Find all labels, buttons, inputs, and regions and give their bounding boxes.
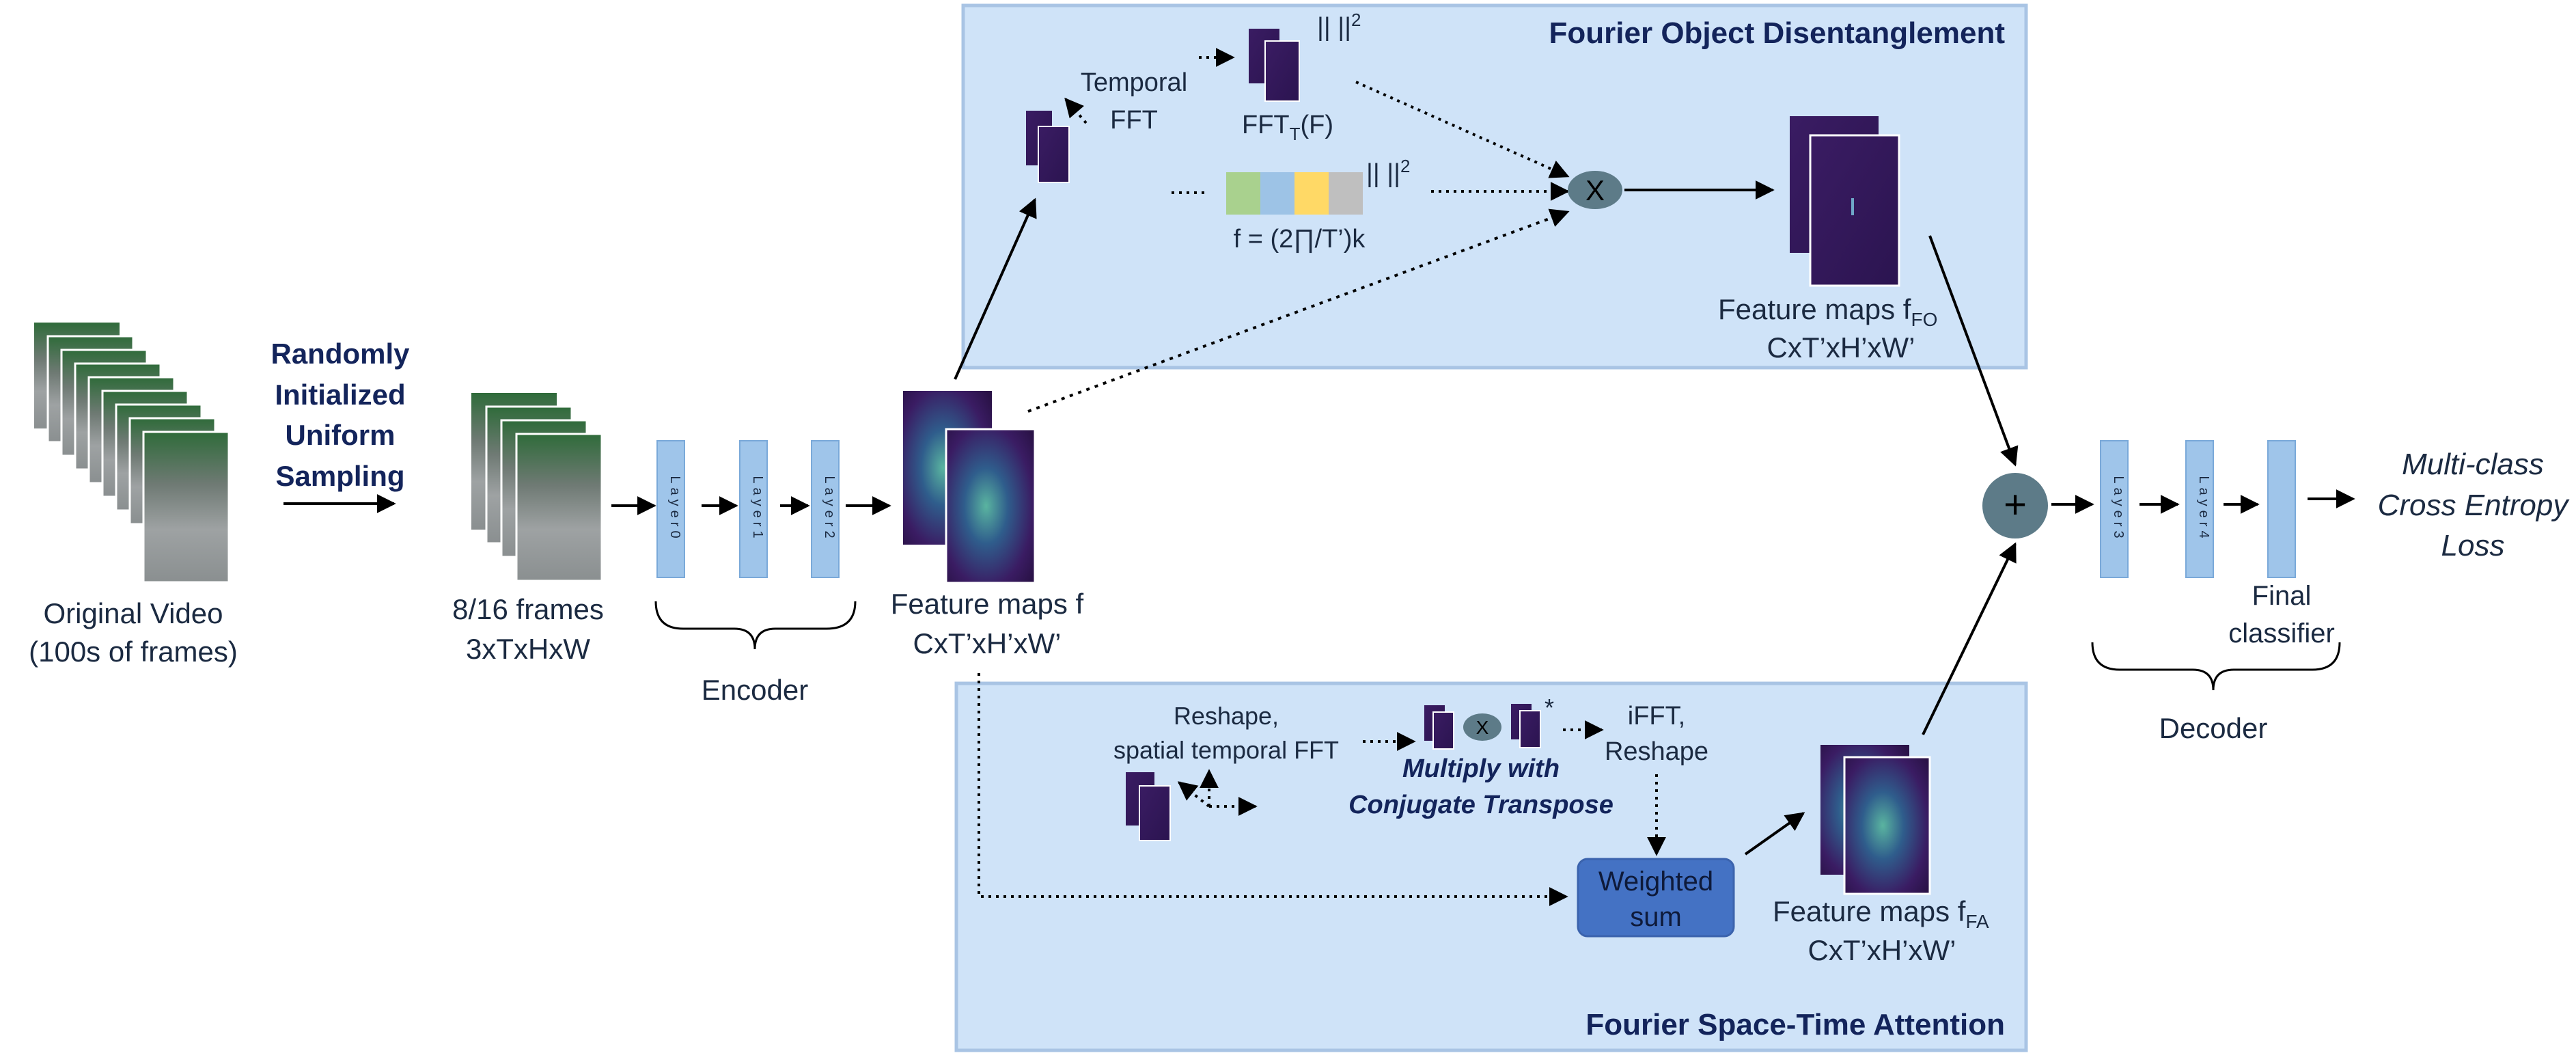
frames-shape-label: 3xTxHxW bbox=[466, 633, 590, 665]
frequency-formula: f = (2∏/T’)k bbox=[1234, 225, 1366, 254]
fsta-title: Fourier Space-Time Attention bbox=[1585, 1008, 2005, 1041]
video-frame-stack-icon bbox=[34, 323, 230, 584]
weighted-sum-label-2: sum bbox=[1630, 902, 1682, 932]
fod-input-to-temporal-dotted bbox=[1064, 97, 1088, 124]
fod-input-stack-icon bbox=[1026, 111, 1070, 183]
sampling-line-3: Uniform bbox=[286, 419, 396, 451]
weighted-sum-label: Weighted bbox=[1598, 867, 1713, 897]
multiply-circle-icon bbox=[1568, 171, 1622, 209]
add-circle-icon bbox=[1982, 473, 2048, 538]
layer1-label: Layer1 bbox=[750, 476, 765, 542]
frames-label: 8/16 frames bbox=[452, 593, 604, 625]
final-classifier-block bbox=[2267, 440, 2296, 578]
original-video-label: Original Video bbox=[43, 597, 223, 629]
conj-multiply-symbol: X bbox=[1476, 717, 1489, 738]
loss-label-2: Cross Entropy bbox=[2378, 489, 2571, 522]
ifft-label: iFFT, bbox=[1628, 702, 1685, 731]
conj-right-stack-icon bbox=[1511, 704, 1541, 748]
ifft-label-2: Reshape bbox=[1605, 737, 1708, 766]
reshape-label-2: spatial temporal FFT bbox=[1113, 736, 1339, 764]
layer4-block bbox=[2185, 440, 2214, 578]
final-classifier-label: Final bbox=[2252, 581, 2312, 611]
ffa-feature-stack-icon bbox=[1820, 745, 1931, 895]
fftt-to-multiply-dotted bbox=[1355, 81, 1570, 178]
conj-left-stack-icon bbox=[1424, 705, 1454, 750]
reshape-label: Reshape, bbox=[1174, 702, 1279, 730]
multiply-conj-label-2: Conjugate Transpose bbox=[1348, 791, 1614, 819]
sampling-line-2: Initialized bbox=[275, 379, 405, 411]
fftt-label: FFTT(F) bbox=[1242, 111, 1333, 144]
weighted-sum-block bbox=[1577, 858, 1735, 938]
fftt-stack-icon bbox=[1249, 29, 1300, 102]
frequency-bins bbox=[1226, 172, 1363, 215]
layer0-block bbox=[656, 440, 685, 578]
fsta-left-dotted bbox=[1177, 781, 1210, 808]
fsta-input-stack-icon bbox=[1126, 772, 1171, 841]
multiply-conj-label: Multiply with bbox=[1402, 754, 1560, 783]
weighted-to-ffa-arrow bbox=[1744, 812, 1805, 856]
conj-multiply-icon bbox=[1463, 713, 1501, 741]
loss-label-1: Multi-class bbox=[2402, 448, 2544, 481]
feature-map-fo-label: Feature maps fFO bbox=[1718, 293, 1937, 330]
sampled-frames-stack-icon bbox=[471, 393, 603, 582]
layer2-block bbox=[811, 440, 840, 578]
original-video-sublabel: (100s of frames) bbox=[29, 636, 238, 668]
fod-title: Fourier Object Disentanglement bbox=[1549, 16, 2006, 50]
temporal-fft-label: Temporal bbox=[1081, 68, 1187, 97]
norm-1-label: || ||2 bbox=[1317, 10, 1361, 42]
encoder-label: Encoder bbox=[702, 674, 808, 706]
decoder-label: Decoder bbox=[2159, 712, 2268, 744]
feature-map-stack-icon bbox=[903, 391, 1036, 584]
layer0-label: Layer0 bbox=[667, 476, 682, 542]
decoder-brace bbox=[2091, 642, 2341, 691]
ffo-to-plus-arrow bbox=[1928, 235, 2019, 467]
feature-map-f-label: Feature maps f bbox=[891, 588, 1084, 620]
final-classifier-label-2: classifier bbox=[2228, 618, 2335, 649]
temporal-fft-label-2: FFT bbox=[1110, 106, 1158, 135]
feature-map-f-shape: CxT’xH’xW’ bbox=[913, 627, 1062, 659]
feature-map-fo-shape: CxT’xH’xW’ bbox=[1767, 331, 1915, 364]
encoder-brace bbox=[654, 601, 857, 650]
conj-star: * bbox=[1545, 694, 1554, 722]
sampling-line-4: Sampling bbox=[275, 460, 404, 492]
layer3-block bbox=[2100, 440, 2129, 578]
layer4-label: Layer4 bbox=[2196, 476, 2211, 542]
feature-map-fa-shape: CxT’xH’xW’ bbox=[1808, 934, 1956, 966]
add-symbol: + bbox=[2004, 482, 2027, 527]
ffa-to-plus-arrow bbox=[1922, 542, 2017, 735]
loss-label-3: Loss bbox=[2441, 529, 2505, 562]
feature-map-fa-label: Feature maps fFA bbox=[1773, 895, 1989, 932]
norm-2-label: || ||2 bbox=[1366, 156, 1411, 188]
layer3-label: Layer3 bbox=[2111, 476, 2126, 542]
layer1-block bbox=[739, 440, 768, 578]
layer2-label: Layer2 bbox=[822, 476, 837, 542]
feature-to-fod-arrow bbox=[954, 197, 1037, 380]
multiply-symbol: X bbox=[1585, 174, 1605, 206]
ffo-feature-stack-icon bbox=[1790, 116, 1900, 287]
sampling-line-1: Randomly bbox=[271, 338, 410, 370]
